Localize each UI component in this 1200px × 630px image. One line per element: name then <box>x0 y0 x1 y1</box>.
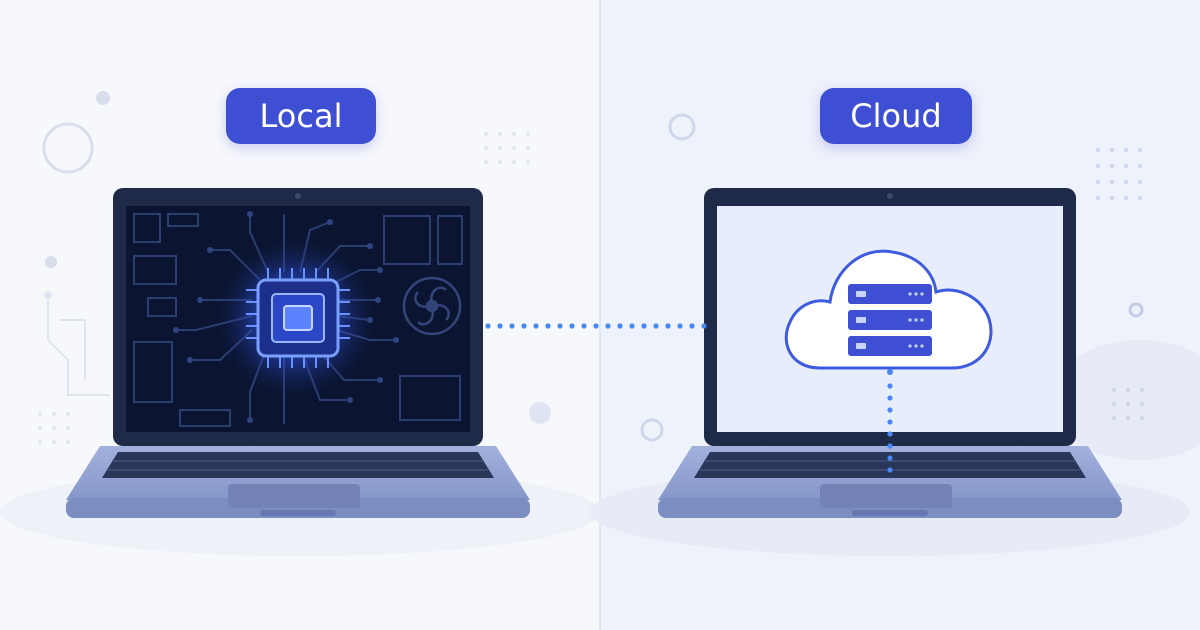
cpu-chip-icon <box>256 278 340 358</box>
local-keyboard <box>102 452 494 478</box>
local-laptop <box>66 188 530 518</box>
cloud-laptop <box>658 188 1122 518</box>
vertical-connector <box>887 369 893 473</box>
decor-right <box>640 113 1200 460</box>
fan-icon <box>402 276 462 336</box>
horizontal-connector <box>485 323 707 329</box>
cloud-label: Cloud <box>820 88 972 144</box>
cloud-server-icon <box>784 249 993 370</box>
center-divider <box>599 0 601 630</box>
local-label: Local <box>226 88 376 144</box>
decor-left <box>38 91 551 444</box>
